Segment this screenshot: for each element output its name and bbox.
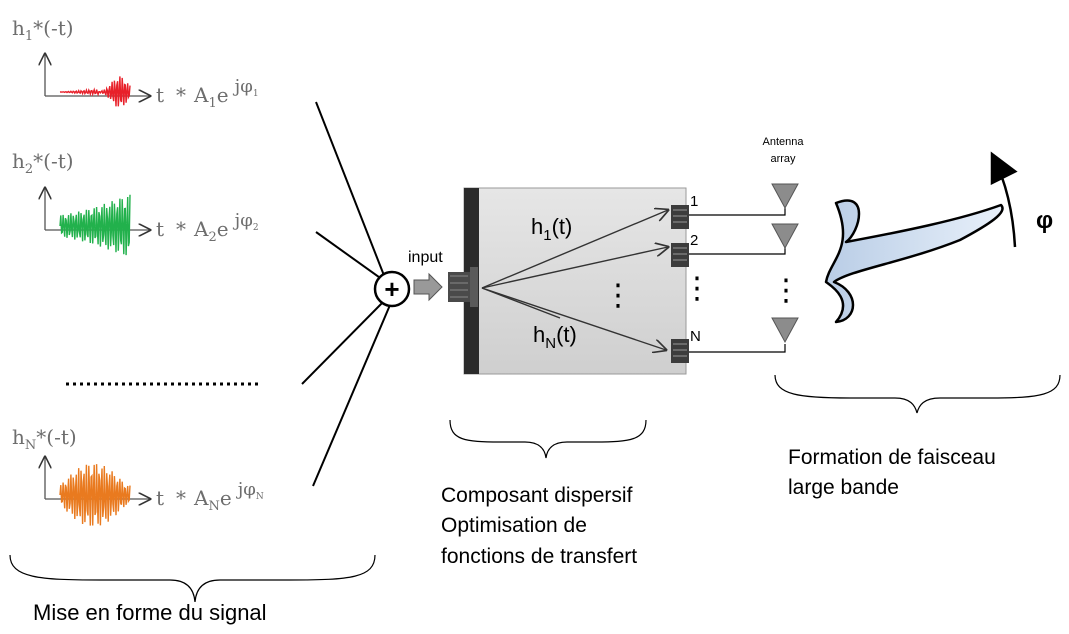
antenna-element-1 (771, 183, 799, 210)
filter-label: hN*(-t) (12, 425, 77, 453)
output-connector-1 (671, 205, 689, 229)
brace-beamforming (774, 374, 1061, 414)
waveform (59, 194, 131, 256)
caption-beamforming-1: Formation de faisceau (788, 446, 996, 469)
angle-symbol: φ (1036, 207, 1053, 234)
dispersive-component (448, 187, 689, 375)
combiner-input-lines (301, 101, 391, 487)
caption-signal: Mise en forme du signal (33, 600, 267, 625)
input-label: input (408, 249, 443, 266)
box-dots: ⋮ (603, 279, 633, 312)
antenna-label-line-2: array (770, 153, 796, 165)
antenna-feed-lines (689, 208, 786, 353)
caption-component-1: Composant dispersif (441, 484, 633, 507)
summing-node: + (373, 270, 411, 308)
filter-label: h1*(-t) (12, 16, 74, 44)
antenna-label-line-1: Antenna (763, 136, 805, 148)
hn-label: hN(t) (533, 322, 577, 352)
antenna-array (771, 183, 799, 344)
antenna-element-2 (771, 223, 799, 250)
port-label-n: N (690, 328, 701, 345)
output-connector-n (671, 339, 689, 363)
brace-component (449, 419, 647, 459)
caption-component-3: fonctions de transfert (441, 545, 637, 568)
h1-label: h1(t) (531, 214, 572, 244)
input-connector (448, 267, 478, 307)
port-dots: ⋮ (682, 272, 712, 305)
input-arrow (413, 272, 443, 302)
radiation-beam (824, 199, 1004, 324)
port-label-2: 2 (690, 232, 698, 249)
antenna-dots: ⋮ (771, 274, 801, 307)
caption-component-2: Optimisation de (441, 514, 587, 537)
antenna-element-n (771, 317, 799, 344)
transfer-arrows (481, 210, 668, 350)
brace-signal (9, 554, 376, 603)
waveform (59, 76, 131, 107)
summing-symbol: + (384, 274, 399, 304)
filter-label: h2*(-t) (12, 149, 74, 177)
output-connector-2 (671, 243, 689, 267)
caption-beamforming-2: large bande (788, 476, 899, 499)
steering-arrow (990, 151, 1018, 248)
port-label-1: 1 (690, 193, 698, 210)
waveform (59, 464, 131, 526)
